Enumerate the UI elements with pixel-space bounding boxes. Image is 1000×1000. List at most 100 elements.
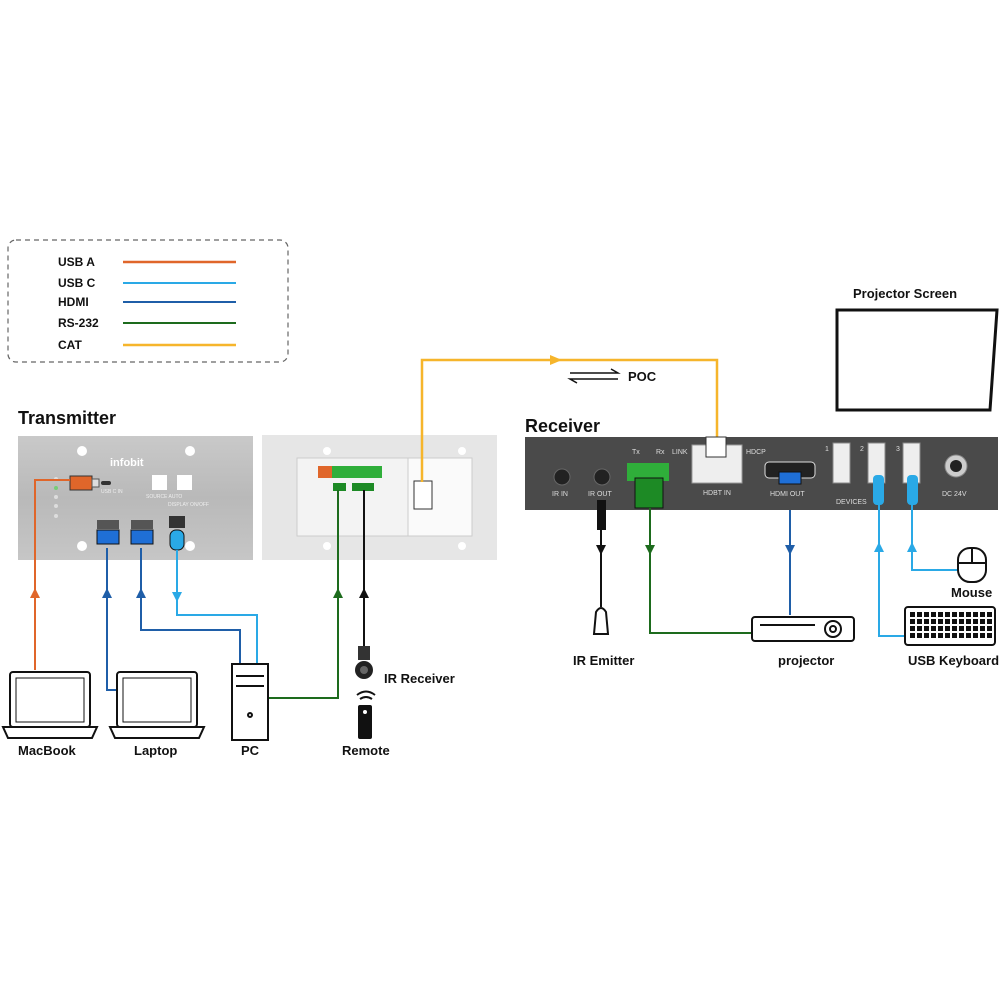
bidirectional-arrow-icon bbox=[567, 368, 621, 384]
macbook-icon bbox=[1, 671, 99, 739]
source-button[interactable] bbox=[152, 475, 167, 490]
legend-item-rs232: RS-232 bbox=[58, 316, 236, 330]
keyboard-key bbox=[938, 626, 943, 631]
keyboard-key bbox=[973, 619, 978, 624]
keyboard-key bbox=[938, 633, 943, 638]
pc-tower-icon bbox=[231, 663, 269, 741]
hdmi-out-label: HDMI OUT bbox=[770, 491, 805, 498]
keyboard-key bbox=[980, 612, 985, 617]
transmitter-front-panel: infobit USB C IN SOURCE AUTO DISPLAY ON/… bbox=[18, 436, 253, 560]
keyboard-key bbox=[987, 633, 992, 638]
keyboard-key bbox=[973, 633, 978, 638]
keyboard-key bbox=[952, 619, 957, 624]
keyboard-key bbox=[966, 626, 971, 631]
display-button[interactable] bbox=[177, 475, 192, 490]
mouse-label: Mouse bbox=[951, 585, 992, 600]
arrow-up-icon bbox=[874, 542, 884, 552]
keyboard-key bbox=[917, 633, 922, 638]
ir-emitter-icon bbox=[592, 607, 610, 635]
hdmi-cable-1 bbox=[106, 548, 116, 691]
usb-c-in-label: USB C IN bbox=[101, 489, 123, 495]
svg-text:Rx: Rx bbox=[656, 449, 665, 456]
usb-a-connector bbox=[69, 475, 93, 491]
hdmi-connector-1 bbox=[96, 529, 120, 545]
legend-item-cat: CAT bbox=[58, 338, 236, 352]
arrow-down-icon bbox=[645, 545, 655, 555]
keyboard-key bbox=[938, 619, 943, 624]
macbook-label: MacBook bbox=[18, 743, 77, 758]
ir-receiver-label: IR Receiver bbox=[384, 671, 455, 686]
keyboard-key bbox=[938, 612, 943, 617]
arrow-down-icon bbox=[785, 545, 795, 555]
svg-text:RS-232: RS-232 bbox=[58, 316, 99, 330]
rs232-cable-tx bbox=[268, 490, 339, 699]
keyboard-key bbox=[980, 626, 985, 631]
hdmi-connector-2 bbox=[130, 529, 154, 545]
ir-receiver-icon bbox=[355, 646, 373, 679]
legend-item-usb-c: USB C bbox=[58, 276, 236, 290]
arrow-up-icon bbox=[136, 588, 146, 598]
rs232-connector bbox=[634, 477, 664, 509]
keyboard-key bbox=[980, 619, 985, 624]
keyboard-key bbox=[966, 619, 971, 624]
usb-b-connector bbox=[169, 529, 185, 551]
legend-item-usb-a: USB A bbox=[58, 255, 236, 269]
keyboard-key bbox=[945, 619, 950, 624]
arrow-up-icon bbox=[30, 588, 40, 598]
keyboard-key bbox=[987, 626, 992, 631]
svg-text:LINK: LINK bbox=[672, 449, 688, 456]
svg-text:HDBT IN: HDBT IN bbox=[703, 490, 731, 497]
keyboard-key bbox=[917, 619, 922, 624]
usb-c-cable bbox=[176, 550, 258, 664]
ir-out-label: IR OUT bbox=[588, 491, 612, 498]
rs232-cable-rx bbox=[649, 508, 752, 634]
svg-text:USB A: USB A bbox=[58, 255, 95, 269]
keyboard-key bbox=[987, 612, 992, 617]
keyboard-key bbox=[910, 619, 915, 624]
legend: USB A USB C HDMI RS-232 CAT bbox=[7, 239, 289, 363]
usb-c-port bbox=[101, 481, 111, 485]
laptop-label: Laptop bbox=[134, 743, 177, 758]
remote-label: Remote bbox=[342, 743, 390, 758]
keyboard-key bbox=[945, 626, 950, 631]
keyboard-key bbox=[959, 619, 964, 624]
keyboard-key bbox=[945, 612, 950, 617]
usb-keyboard-cable bbox=[878, 505, 905, 637]
keyboard-key bbox=[966, 633, 971, 638]
display-label: DISPLAY ON/OFF bbox=[168, 502, 209, 508]
svg-text:Tx: Tx bbox=[632, 449, 640, 456]
projector-screen-icon bbox=[835, 308, 999, 412]
usb-port-1 bbox=[832, 442, 851, 484]
keyboard-key bbox=[959, 626, 964, 631]
keyboard-key bbox=[973, 612, 978, 617]
arrow-up-icon bbox=[102, 588, 112, 598]
svg-text:CAT: CAT bbox=[58, 338, 82, 352]
pc-label: PC bbox=[241, 743, 260, 758]
keyboard-key bbox=[931, 612, 936, 617]
keyboard-key bbox=[931, 619, 936, 624]
keyboard-label: USB Keyboard bbox=[908, 653, 999, 668]
remote-icon bbox=[356, 690, 376, 739]
laptop-icon bbox=[108, 671, 206, 739]
keyboard-key bbox=[910, 633, 915, 638]
mouse-icon bbox=[957, 547, 987, 583]
devices-label: DEVICES bbox=[836, 499, 867, 506]
poc-label: POC bbox=[628, 369, 657, 384]
keyboard-key bbox=[952, 633, 957, 638]
source-auto-label: SOURCE AUTO bbox=[146, 494, 182, 500]
arrow-down-icon bbox=[172, 592, 182, 602]
arrow-up-icon bbox=[359, 588, 369, 598]
keyboard-key bbox=[966, 612, 971, 617]
transmitter-title: Transmitter bbox=[18, 408, 116, 428]
keyboard-key bbox=[917, 612, 922, 617]
brand-logo: infobit bbox=[110, 457, 144, 469]
keyboard-key bbox=[980, 633, 985, 638]
legend-item-hdmi: HDMI bbox=[58, 295, 236, 309]
keyboard-key bbox=[910, 612, 915, 617]
arrow-up-icon bbox=[907, 542, 917, 552]
keyboard-key bbox=[931, 633, 936, 638]
keyboard-key bbox=[952, 626, 957, 631]
ir-emitter-label: IR Emitter bbox=[573, 653, 634, 668]
keyboard-key bbox=[987, 619, 992, 624]
keyboard-key bbox=[952, 612, 957, 617]
